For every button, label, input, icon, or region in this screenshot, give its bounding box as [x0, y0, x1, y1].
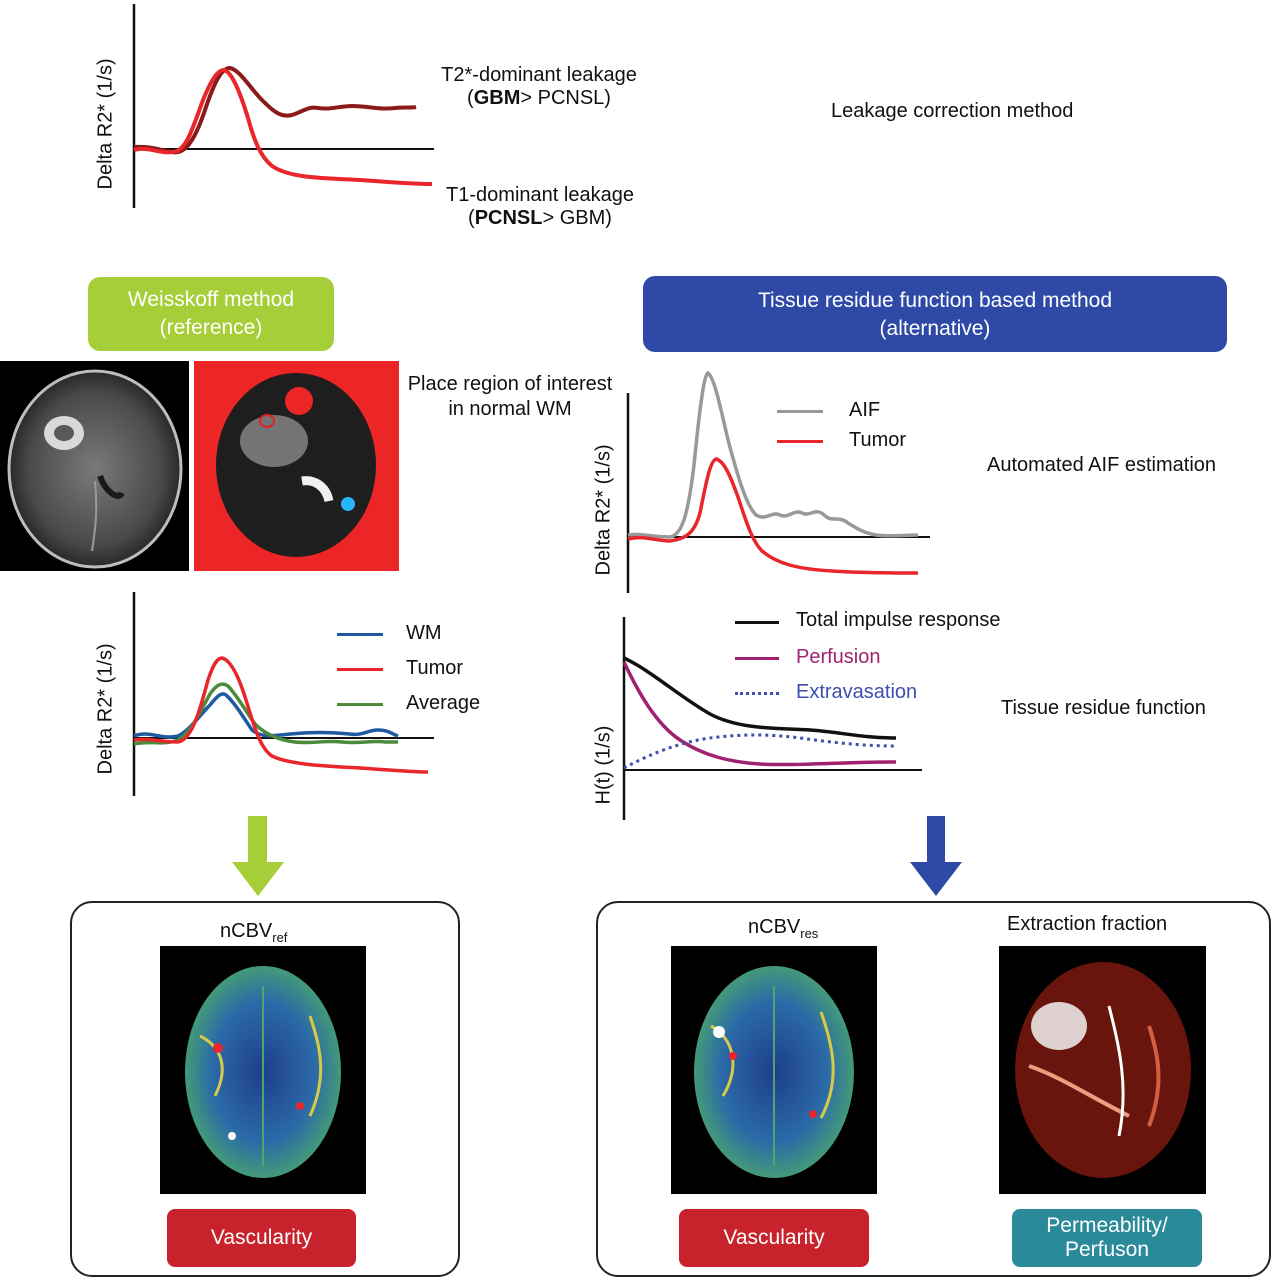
- legend-label-perfusion: Perfusion: [796, 646, 881, 668]
- tissue-residue-result-panel: [596, 901, 1271, 1277]
- legend-label-total: Total impulse response: [796, 609, 1001, 631]
- residue-function-chart: [622, 617, 922, 820]
- roi-perfusion-map-image: [194, 361, 399, 571]
- t1-contrast-mri-image: [0, 361, 189, 571]
- legend-label-tumor: Tumor: [406, 657, 464, 679]
- legend-label-extravasation: Extravasation: [796, 681, 918, 703]
- top-chart-ylabel: Delta R2* (1/s): [94, 58, 117, 190]
- tissue-residue-pill: Tissue residue function based method (al…: [643, 276, 1227, 352]
- weisskoff-pill: Weisskoff method (reference): [88, 277, 334, 351]
- t2-leakage-label: T2*-dominant leakage (GBM> PCNSL): [424, 64, 654, 110]
- roi-instruction: Place region of interest in normal WM: [407, 373, 613, 420]
- legend-swatch-aif: [777, 410, 823, 413]
- top-leakage-chart: [132, 4, 434, 208]
- weisskoff-chart: [132, 592, 434, 796]
- total-impulse-curve: [623, 656, 897, 740]
- t1-line1: T1-dominant leakage: [446, 184, 634, 206]
- legend-swatch-average: [337, 703, 383, 706]
- legend-label-wm: WM: [406, 622, 442, 644]
- blue-down-arrow: [910, 816, 962, 896]
- legend-swatch-perfusion: [735, 657, 779, 660]
- t1-bold: PCNSL: [474, 207, 543, 229]
- ncbv-ref-map-image: [160, 946, 366, 1194]
- aif-curve: [627, 370, 919, 539]
- method-title: Leakage correction method: [831, 100, 1074, 122]
- legend-swatch-extravasation: [735, 692, 779, 695]
- legend-label-aif: AIF: [849, 399, 881, 421]
- extraction-fraction-map-image: [999, 946, 1206, 1194]
- extraction-fraction-title: Extraction fraction: [1007, 913, 1168, 935]
- t1-leakage-label: T1-dominant leakage (PCNSL> GBM): [430, 184, 650, 230]
- weisskoff-result-panel: [70, 901, 460, 1277]
- legend-label-average: Average: [406, 692, 481, 714]
- vascularity-badge-ref: Vascularity: [167, 1209, 356, 1267]
- green-down-arrow: [232, 816, 284, 896]
- residue-chart-ylabel: H(t) (1/s): [592, 725, 615, 805]
- aif-chart-ylabel: Delta R2* (1/s): [592, 444, 615, 576]
- ncbv-ref-title: nCBVref: [220, 920, 288, 945]
- ncbv-res-title: nCBVres: [748, 916, 819, 941]
- weisskoff-chart-ylabel: Delta R2* (1/s): [94, 643, 117, 775]
- legend-swatch-total: [735, 621, 779, 624]
- t2-bold: GBM: [473, 87, 521, 109]
- t1-dominant-curve: [133, 67, 433, 186]
- permeability-badge: Permeability/ Perfuson: [1012, 1209, 1202, 1267]
- vascularity-badge-res: Vascularity: [679, 1209, 869, 1267]
- aif-caption: Automated AIF estimation: [987, 454, 1217, 476]
- tumor-aif-curve: [627, 457, 919, 575]
- perfusion-curve: [622, 661, 897, 767]
- t2-dominant-curve: [133, 65, 417, 155]
- t1-line2: (PCNSL> GBM): [468, 207, 612, 229]
- legend-swatch-tumor-aif: [777, 440, 823, 443]
- legend-swatch-wm: [337, 633, 383, 636]
- tumor-curve: [133, 656, 429, 774]
- t2-line2: (GBM> PCNSL): [467, 87, 611, 109]
- aif-chart: [626, 370, 930, 593]
- residue-caption: Tissue residue function: [1001, 697, 1206, 719]
- ncbv-res-map-image: [671, 946, 877, 1194]
- legend-swatch-tumor: [337, 668, 383, 671]
- wm-curve: [133, 692, 399, 739]
- t2-line1: T2*-dominant leakage: [441, 64, 637, 86]
- legend-label-tumor-aif: Tumor: [849, 429, 907, 451]
